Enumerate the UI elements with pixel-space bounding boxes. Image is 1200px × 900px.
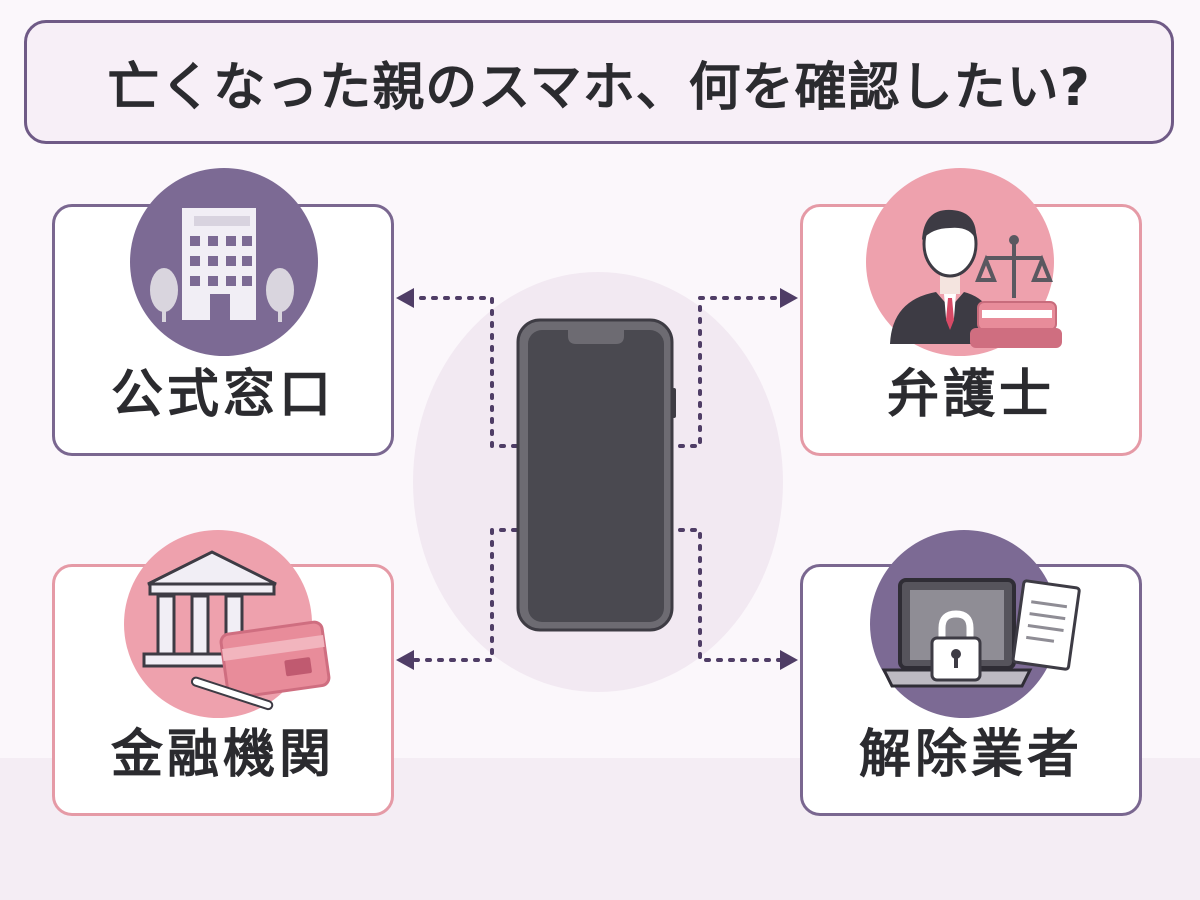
card-label-lawyer: 弁護士 <box>886 365 1055 425</box>
arrow-lawyer <box>780 288 798 308</box>
laptop-lock-icon <box>870 530 1081 718</box>
office-building-icon <box>130 168 318 356</box>
arrow-unlock <box>780 650 798 670</box>
smartphone <box>516 318 676 638</box>
lawyer-scales-icon <box>866 168 1062 356</box>
card-label-finance: 金融機関 <box>110 725 335 785</box>
card-label-official: 公式窓口 <box>110 365 335 425</box>
card-label-unlock: 解除業者 <box>858 725 1083 785</box>
page-title: 亡くなった親のスマホ、何を確認したい? <box>107 57 1091 118</box>
arrow-finance <box>396 650 414 670</box>
arrow-official <box>396 288 414 308</box>
smartphone-icon <box>516 318 676 632</box>
title-banner: 亡くなった親のスマホ、何を確認したい? <box>24 20 1174 144</box>
bank-card-icon <box>124 530 331 718</box>
